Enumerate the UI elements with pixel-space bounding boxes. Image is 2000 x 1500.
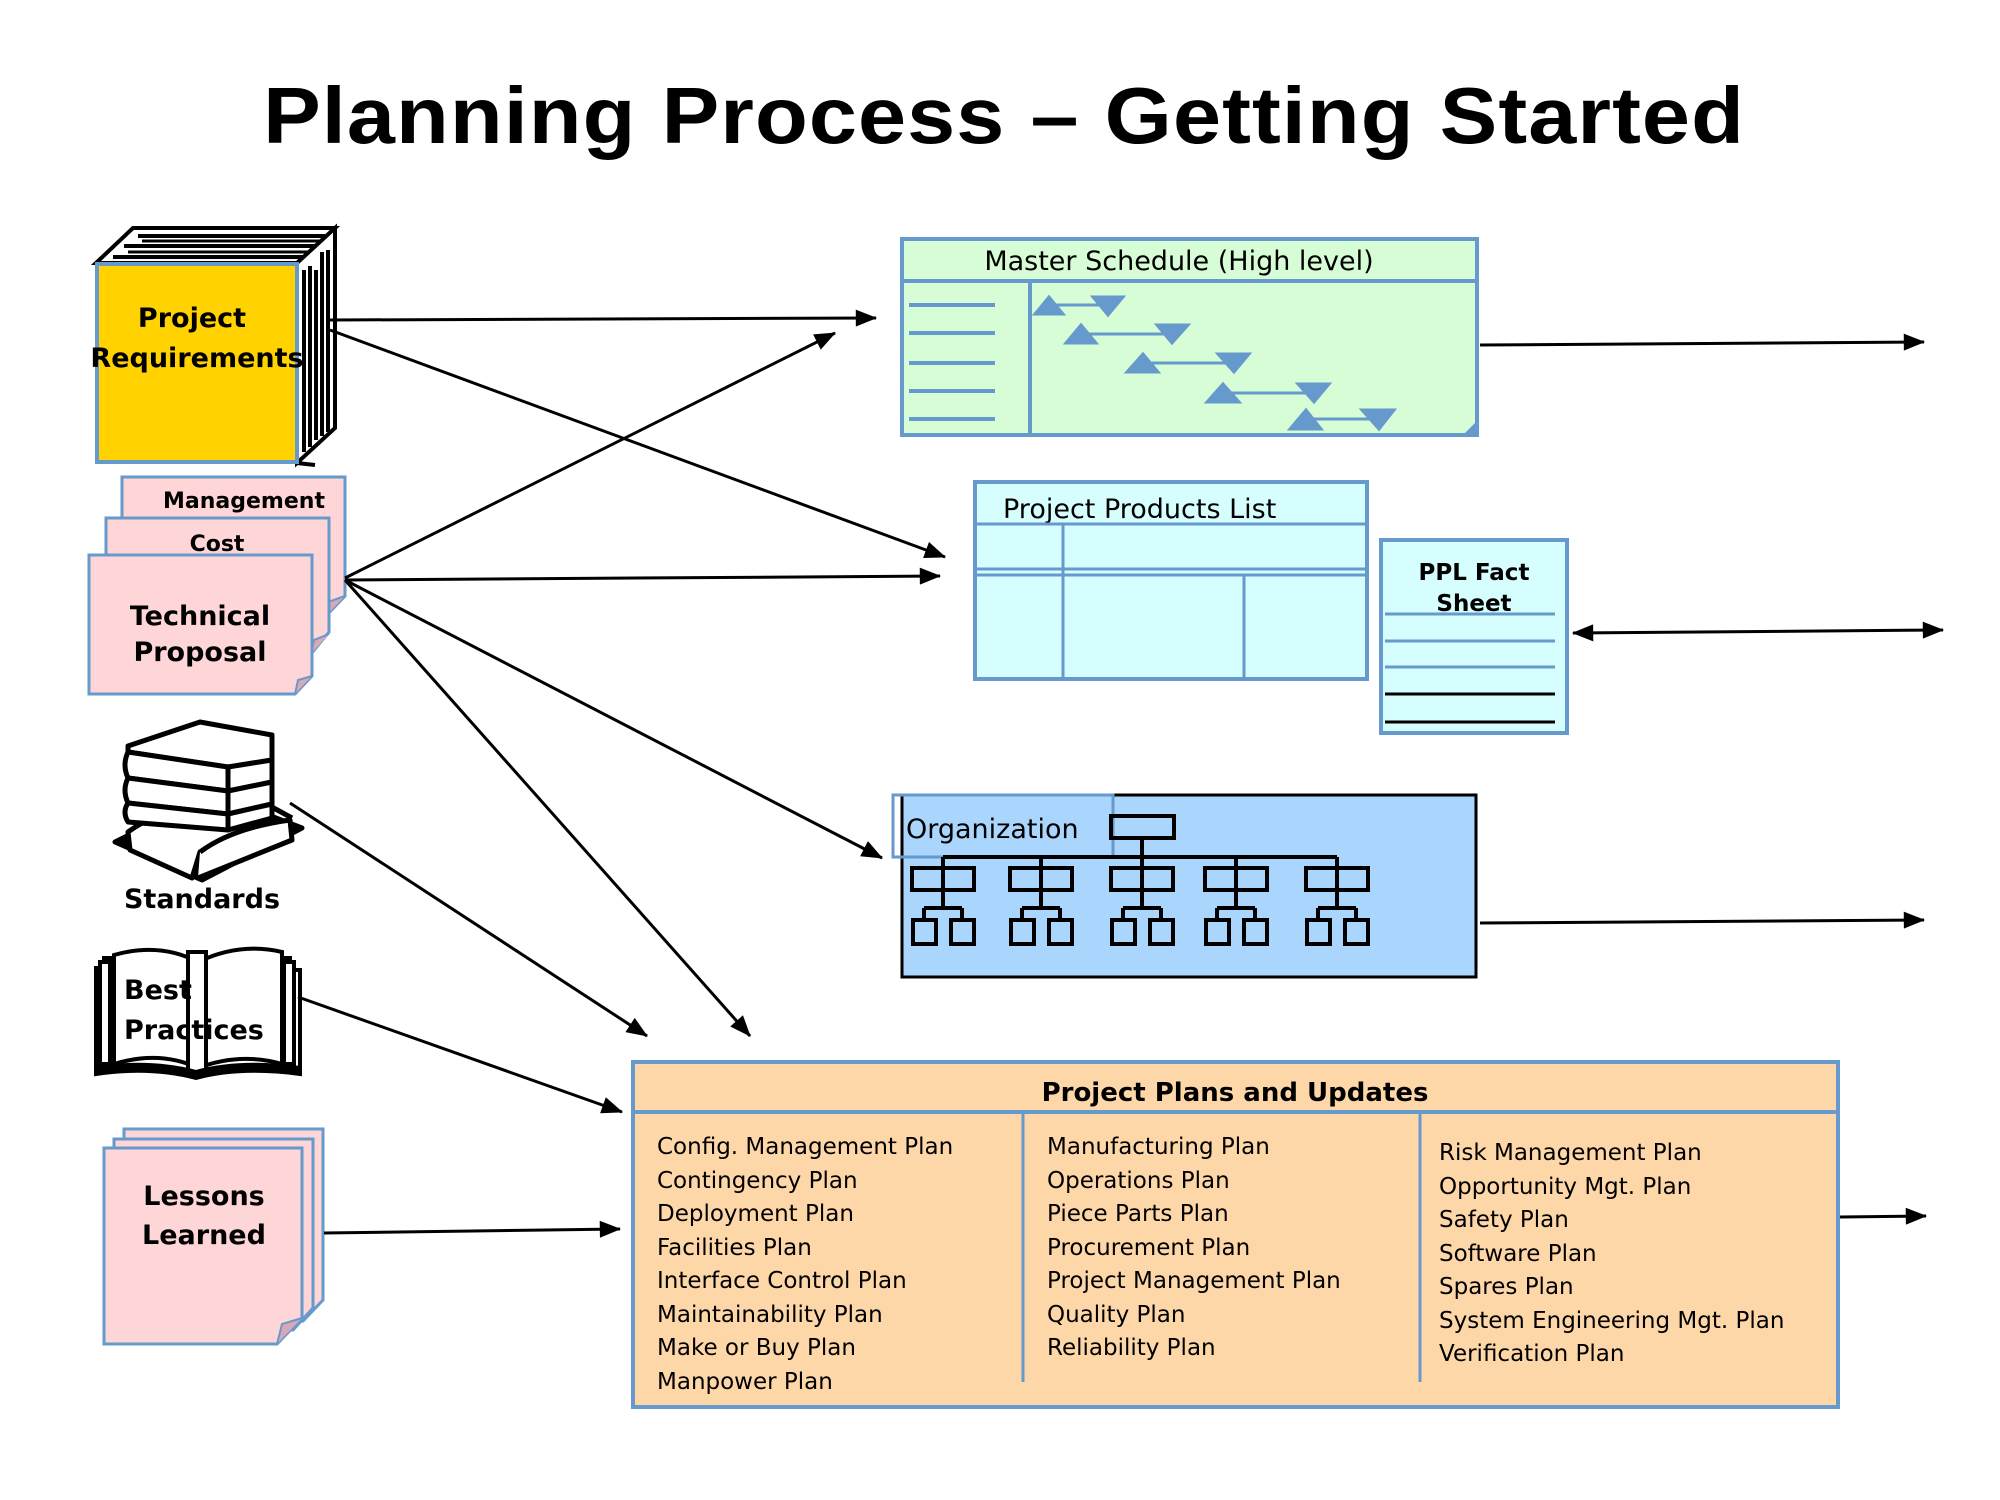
arrow-requirements-to-ppl bbox=[329, 328, 946, 559]
learned-label: Learned bbox=[142, 1220, 266, 1251]
org-leaf-node bbox=[911, 918, 938, 946]
org-leaf-node bbox=[1047, 918, 1074, 946]
standards-label: Standards bbox=[124, 884, 280, 915]
plan-item: Operations Plan bbox=[1047, 1167, 1230, 1194]
master-schedule-title: Master Schedule (High level) bbox=[984, 246, 1373, 277]
plan-item: Quality Plan bbox=[1047, 1301, 1186, 1328]
arrow-best-practices-to-plans bbox=[297, 995, 624, 1114]
page-title: Planning Process – Getting Started bbox=[263, 71, 1745, 160]
practices-label: Practices bbox=[124, 1015, 264, 1046]
arrow-proposal-to-ppl bbox=[344, 567, 942, 585]
plan-item: Procurement Plan bbox=[1047, 1234, 1251, 1261]
ppl-title: Project Products List bbox=[1003, 494, 1276, 525]
gantt-chart-icon bbox=[909, 294, 1475, 433]
cost-label: Cost bbox=[190, 532, 245, 557]
requirements-label-line2: Requirements bbox=[90, 343, 303, 374]
document-lines-icon bbox=[1385, 612, 1555, 724]
connectors bbox=[289, 309, 1945, 1238]
org-branch-node bbox=[1304, 866, 1370, 892]
org-leaf-node bbox=[1204, 918, 1231, 946]
plan-item: Config. Management Plan bbox=[657, 1134, 954, 1160]
org-leaf-node bbox=[1148, 918, 1175, 946]
technical-label: Technical bbox=[130, 601, 270, 632]
ppl-fact-sheet-line1: PPL Fact bbox=[1419, 560, 1530, 586]
plan-item: Opportunity Mgt. Plan bbox=[1439, 1173, 1692, 1200]
plan-item: Manufacturing Plan bbox=[1047, 1134, 1270, 1160]
plan-item: Safety Plan bbox=[1439, 1207, 1569, 1233]
org-branch-node bbox=[1109, 866, 1175, 892]
org-leaf-node bbox=[1305, 918, 1332, 946]
best-practices-group: Best Practices bbox=[94, 946, 302, 1081]
organization-title: Organization bbox=[906, 814, 1079, 845]
arrow-requirements-to-schedule bbox=[329, 309, 878, 327]
plan-item: Piece Parts Plan bbox=[1047, 1201, 1229, 1227]
plan-item: Manpower Plan bbox=[657, 1368, 833, 1395]
org-leaf-node bbox=[1110, 918, 1137, 946]
arrow-fact-sheet-bidirectional bbox=[1571, 621, 1945, 642]
arrow-plans-output bbox=[1839, 1207, 1928, 1225]
plan-item: Interface Control Plan bbox=[657, 1268, 907, 1294]
lessons-label: Lessons bbox=[143, 1181, 265, 1212]
arrow-organization-output bbox=[1479, 911, 1926, 929]
arrow-proposal-to-plans bbox=[343, 579, 752, 1037]
proposal-front-page: Technical Proposal bbox=[87, 553, 314, 696]
arrow-standards-to-plans bbox=[289, 801, 648, 1038]
project-products-list-box: Project Products List bbox=[973, 480, 1369, 681]
master-schedule-box: Master Schedule (High level) bbox=[900, 237, 1479, 437]
arrow-lessons-to-plans bbox=[323, 1220, 622, 1238]
org-leaf-node bbox=[1343, 918, 1370, 946]
arrow-proposal-to-schedule bbox=[344, 331, 836, 580]
org-leaf-node bbox=[949, 918, 976, 946]
plan-item: Contingency Plan bbox=[657, 1167, 858, 1194]
plan-item: Maintainability Plan bbox=[657, 1301, 883, 1328]
plan-item: Project Management Plan bbox=[1047, 1268, 1341, 1294]
arrow-proposal-to-organization bbox=[344, 578, 883, 860]
ppl-fact-sheet-box: PPL Fact Sheet bbox=[1379, 538, 1569, 735]
arrow-schedule-output bbox=[1479, 333, 1926, 351]
plans-column-2: Manufacturing Plan Operations Plan Piece… bbox=[1047, 1131, 1341, 1366]
org-leaf-node bbox=[1242, 918, 1269, 946]
plan-item: Facilities Plan bbox=[657, 1234, 812, 1261]
proposal-stack: Management Cost Technical Proposal bbox=[87, 475, 347, 696]
management-label: Management bbox=[163, 489, 325, 514]
plan-item: Software Plan bbox=[1439, 1240, 1597, 1267]
org-branch-node bbox=[1008, 866, 1074, 892]
lessons-learned-stack: Lessons Learned bbox=[102, 1127, 325, 1346]
plan-item: Reliability Plan bbox=[1047, 1335, 1216, 1361]
plan-item: Spares Plan bbox=[1439, 1274, 1574, 1300]
binder-book-icon bbox=[90, 223, 341, 468]
organization-box: Organization bbox=[891, 793, 1478, 979]
org-leaf-node bbox=[1009, 918, 1036, 946]
standards-group: Standards bbox=[112, 719, 305, 915]
plan-item: Deployment Plan bbox=[657, 1201, 854, 1227]
plan-item: Verification Plan bbox=[1439, 1341, 1625, 1367]
requirements-book: Project Requirements bbox=[90, 223, 341, 468]
proposal-label: Proposal bbox=[133, 637, 266, 668]
plan-item: System Engineering Mgt. Plan bbox=[1439, 1307, 1785, 1334]
best-label: Best bbox=[124, 975, 192, 1006]
project-plans-box bbox=[631, 1060, 1840, 1409]
requirements-label-line1: Project bbox=[138, 303, 246, 334]
org-chart-icon bbox=[910, 814, 1370, 946]
plans-column-1: Config. Management Plan Contingency Plan… bbox=[657, 1131, 953, 1399]
org-branch-node bbox=[910, 866, 976, 892]
org-branch-node bbox=[1203, 866, 1269, 892]
table-icon bbox=[975, 522, 1367, 679]
open-book-icon bbox=[94, 946, 302, 1081]
plans-column-3: Risk Management Plan Opportunity Mgt. Pl… bbox=[1439, 1137, 1784, 1372]
plan-item: Risk Management Plan bbox=[1439, 1140, 1702, 1166]
book-stack-icon bbox=[112, 719, 305, 883]
project-plans-title: Project Plans and Updates bbox=[1041, 1078, 1429, 1108]
plan-item: Make or Buy Plan bbox=[657, 1335, 856, 1361]
